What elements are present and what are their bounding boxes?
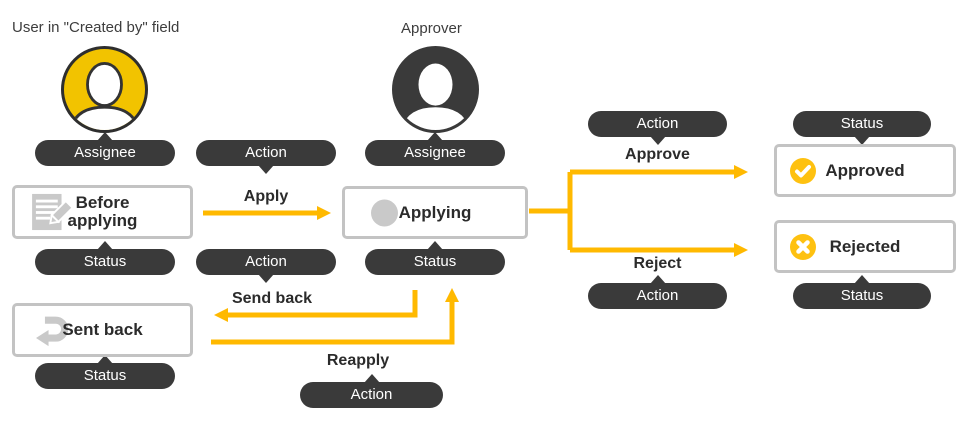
pointer-up-icon <box>854 275 870 284</box>
action-badge-approve: Action <box>588 111 727 145</box>
badge-label: Action <box>636 115 679 132</box>
state-box-sent-back: Sent back <box>12 303 193 357</box>
state-text: Sent back <box>62 320 143 340</box>
creator-field-label: User in "Created by" field <box>12 19 180 36</box>
pointer-down-icon <box>854 136 870 145</box>
pointer-up-icon <box>97 132 113 141</box>
action-badge-reject: Action <box>588 275 727 309</box>
badge-label: Action <box>350 386 393 403</box>
apply-arrow <box>203 206 331 220</box>
pointer-down-icon <box>258 274 274 283</box>
state-text: Approved <box>825 160 905 180</box>
action-badge-apply: Action <box>196 140 336 174</box>
undo-arrow-icon <box>36 316 69 347</box>
reapply-action-label: Reapply <box>326 352 390 369</box>
send-back-action-label: Send back <box>231 290 313 307</box>
document-pencil-icon <box>32 193 74 231</box>
status-badge-applying: Status <box>365 241 505 275</box>
assignee-badge-approver: Assignee <box>365 132 505 166</box>
state-label: Rejected <box>777 236 953 256</box>
badge-label: Action <box>245 144 287 161</box>
status-badge-rejected: Status <box>793 275 931 309</box>
state-text: Before applying <box>67 193 138 230</box>
state-box-before-applying: Before applying <box>12 185 193 239</box>
badge-label: Action <box>245 253 287 270</box>
pointer-up-icon <box>363 374 380 383</box>
pointer-up-icon <box>427 241 443 250</box>
badge-label: Status <box>840 115 884 132</box>
approver-avatar <box>392 46 479 133</box>
circle-icon <box>371 199 398 226</box>
badge-label: Assignee <box>74 144 136 161</box>
status-badge-approved: Status <box>793 111 931 145</box>
approver-label: Approver <box>401 20 462 37</box>
person-icon <box>68 61 141 130</box>
state-box-applying: Applying <box>342 186 528 239</box>
state-box-approved: Approved <box>774 144 956 197</box>
check-circle-icon <box>790 157 816 184</box>
state-label: Before applying <box>15 194 190 230</box>
status-badge-before-applying: Status <box>35 241 175 275</box>
action-badge-send-back: Action <box>196 249 336 283</box>
action-badge-reapply: Action <box>300 374 443 408</box>
pointer-down-icon <box>649 136 666 145</box>
state-text: Applying <box>398 202 472 222</box>
creator-avatar <box>61 46 148 133</box>
approve-reject-fork-arrow <box>529 165 748 257</box>
state-label: Applying <box>345 202 525 222</box>
state-label: Approved <box>777 160 953 180</box>
state-label: Sent back <box>15 321 190 339</box>
apply-action-label: Apply <box>243 188 289 205</box>
assignee-badge-creator: Assignee <box>35 132 175 166</box>
badge-label: Assignee <box>404 144 466 161</box>
badge-label: Action <box>636 287 679 304</box>
pointer-down-icon <box>258 165 274 174</box>
state-box-rejected: Rejected <box>774 220 956 273</box>
x-circle-icon <box>790 233 816 260</box>
badge-label: Status <box>83 253 127 270</box>
pointer-up-icon <box>427 132 443 141</box>
person-icon <box>401 63 470 130</box>
pointer-up-icon <box>97 241 113 250</box>
reject-action-label: Reject <box>633 255 682 272</box>
badge-label: Status <box>413 253 457 270</box>
pointer-up-icon <box>649 275 666 284</box>
state-text: Rejected <box>829 236 901 256</box>
status-badge-sent-back: Status <box>35 355 175 389</box>
badge-label: Status <box>83 367 127 384</box>
approve-action-label: Approve <box>625 146 690 163</box>
badge-label: Status <box>840 287 884 304</box>
pointer-up-icon <box>97 355 113 364</box>
